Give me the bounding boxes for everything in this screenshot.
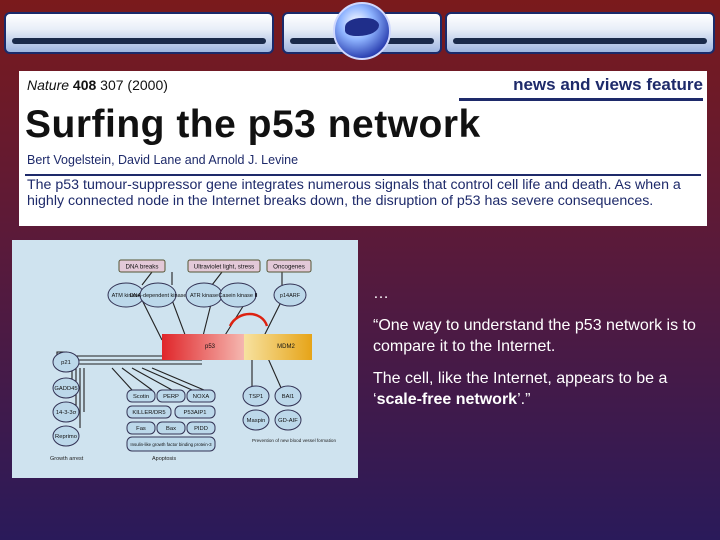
article-title: Surfing the p53 network	[25, 103, 481, 146]
target-gene-node: Maspin	[247, 418, 266, 424]
kinase-node: DNA-dependent kinase	[130, 293, 187, 299]
journal-volume: 408	[72, 77, 97, 93]
quote-suffix: ’.”	[517, 391, 531, 408]
quote-prefix: The cell, like the Internet, appears to …	[373, 370, 668, 408]
target-gene-node: 14-3-3σ	[56, 410, 77, 416]
abstract-rule	[25, 174, 701, 176]
target-gene-node: PERP	[163, 394, 179, 400]
target-gene-node: PIDD	[194, 426, 208, 432]
scale-free-network-term: scale-free network	[376, 391, 518, 408]
target-gene-node: Insulin-like growth factor binding prote…	[130, 442, 212, 447]
stress-label: Ultraviolet light, stress	[194, 264, 255, 271]
citation: Nature 408 307 (2000)	[27, 77, 168, 93]
network-diagram: DNA breaks Ultraviolet light, stress Onc…	[50, 259, 336, 462]
section-label: news and views feature	[513, 75, 703, 94]
target-gene-node: Bax	[166, 426, 176, 432]
target-gene-node: NOXA	[193, 394, 210, 400]
ellipsis: …	[373, 285, 389, 302]
quote-internet: “One way to understand the p53 network i…	[373, 317, 696, 355]
article-abstract: The p53 tumour-suppressor gene integrate…	[27, 177, 681, 209]
journal-pages: 307 (2000)	[100, 77, 168, 93]
decorative-header	[0, 0, 720, 70]
left-banner	[4, 12, 274, 54]
globe-icon	[333, 2, 391, 60]
stress-label: Oncogenes	[273, 264, 305, 271]
target-gene-node: BAI1	[282, 394, 295, 400]
right-banner	[445, 12, 715, 54]
target-gene-node: Scotin	[133, 394, 149, 400]
target-gene-node: Reprimo	[55, 434, 77, 440]
mdm2-node: MDM2	[277, 344, 295, 350]
target-gene-node: P53AIP1	[184, 410, 207, 416]
quote-scale-free: The cell, like the Internet, appears to …	[373, 368, 703, 410]
target-gene-node: p21	[61, 360, 71, 366]
article-authors: Bert Vogelstein, David Lane and Arnold J…	[27, 153, 299, 167]
kinase-node: p14ARF	[280, 293, 301, 299]
outcome-label: Growth arrest	[50, 456, 84, 462]
target-gene-node: KILLER/DR5	[132, 410, 165, 416]
section-rule	[459, 98, 703, 101]
kinase-node: Casein kinase II	[218, 293, 258, 299]
p53-network-figure: DNA breaks Ultraviolet light, stress Onc…	[12, 240, 358, 478]
kinase-node: ATR kinase	[190, 293, 218, 299]
p53-node: p53	[205, 344, 216, 350]
article-header-image: Nature 408 307 (2000) news and views fea…	[19, 71, 707, 226]
stress-label: DNA breaks	[125, 264, 158, 271]
target-gene-node: TSP1	[249, 394, 264, 400]
target-gene-node: GADD45	[54, 386, 77, 392]
slide-body-text: … “One way to understand the p53 network…	[373, 283, 703, 421]
journal-name: Nature	[27, 77, 70, 93]
target-gene-node: Fas	[136, 426, 146, 432]
kinase-node: ATM kinase	[112, 293, 141, 299]
target-gene-node: GD-AIF	[278, 418, 298, 424]
outcome-label: Prevention of new blood vessel formation	[252, 438, 336, 443]
outcome-label: Apoptosis	[152, 456, 176, 462]
